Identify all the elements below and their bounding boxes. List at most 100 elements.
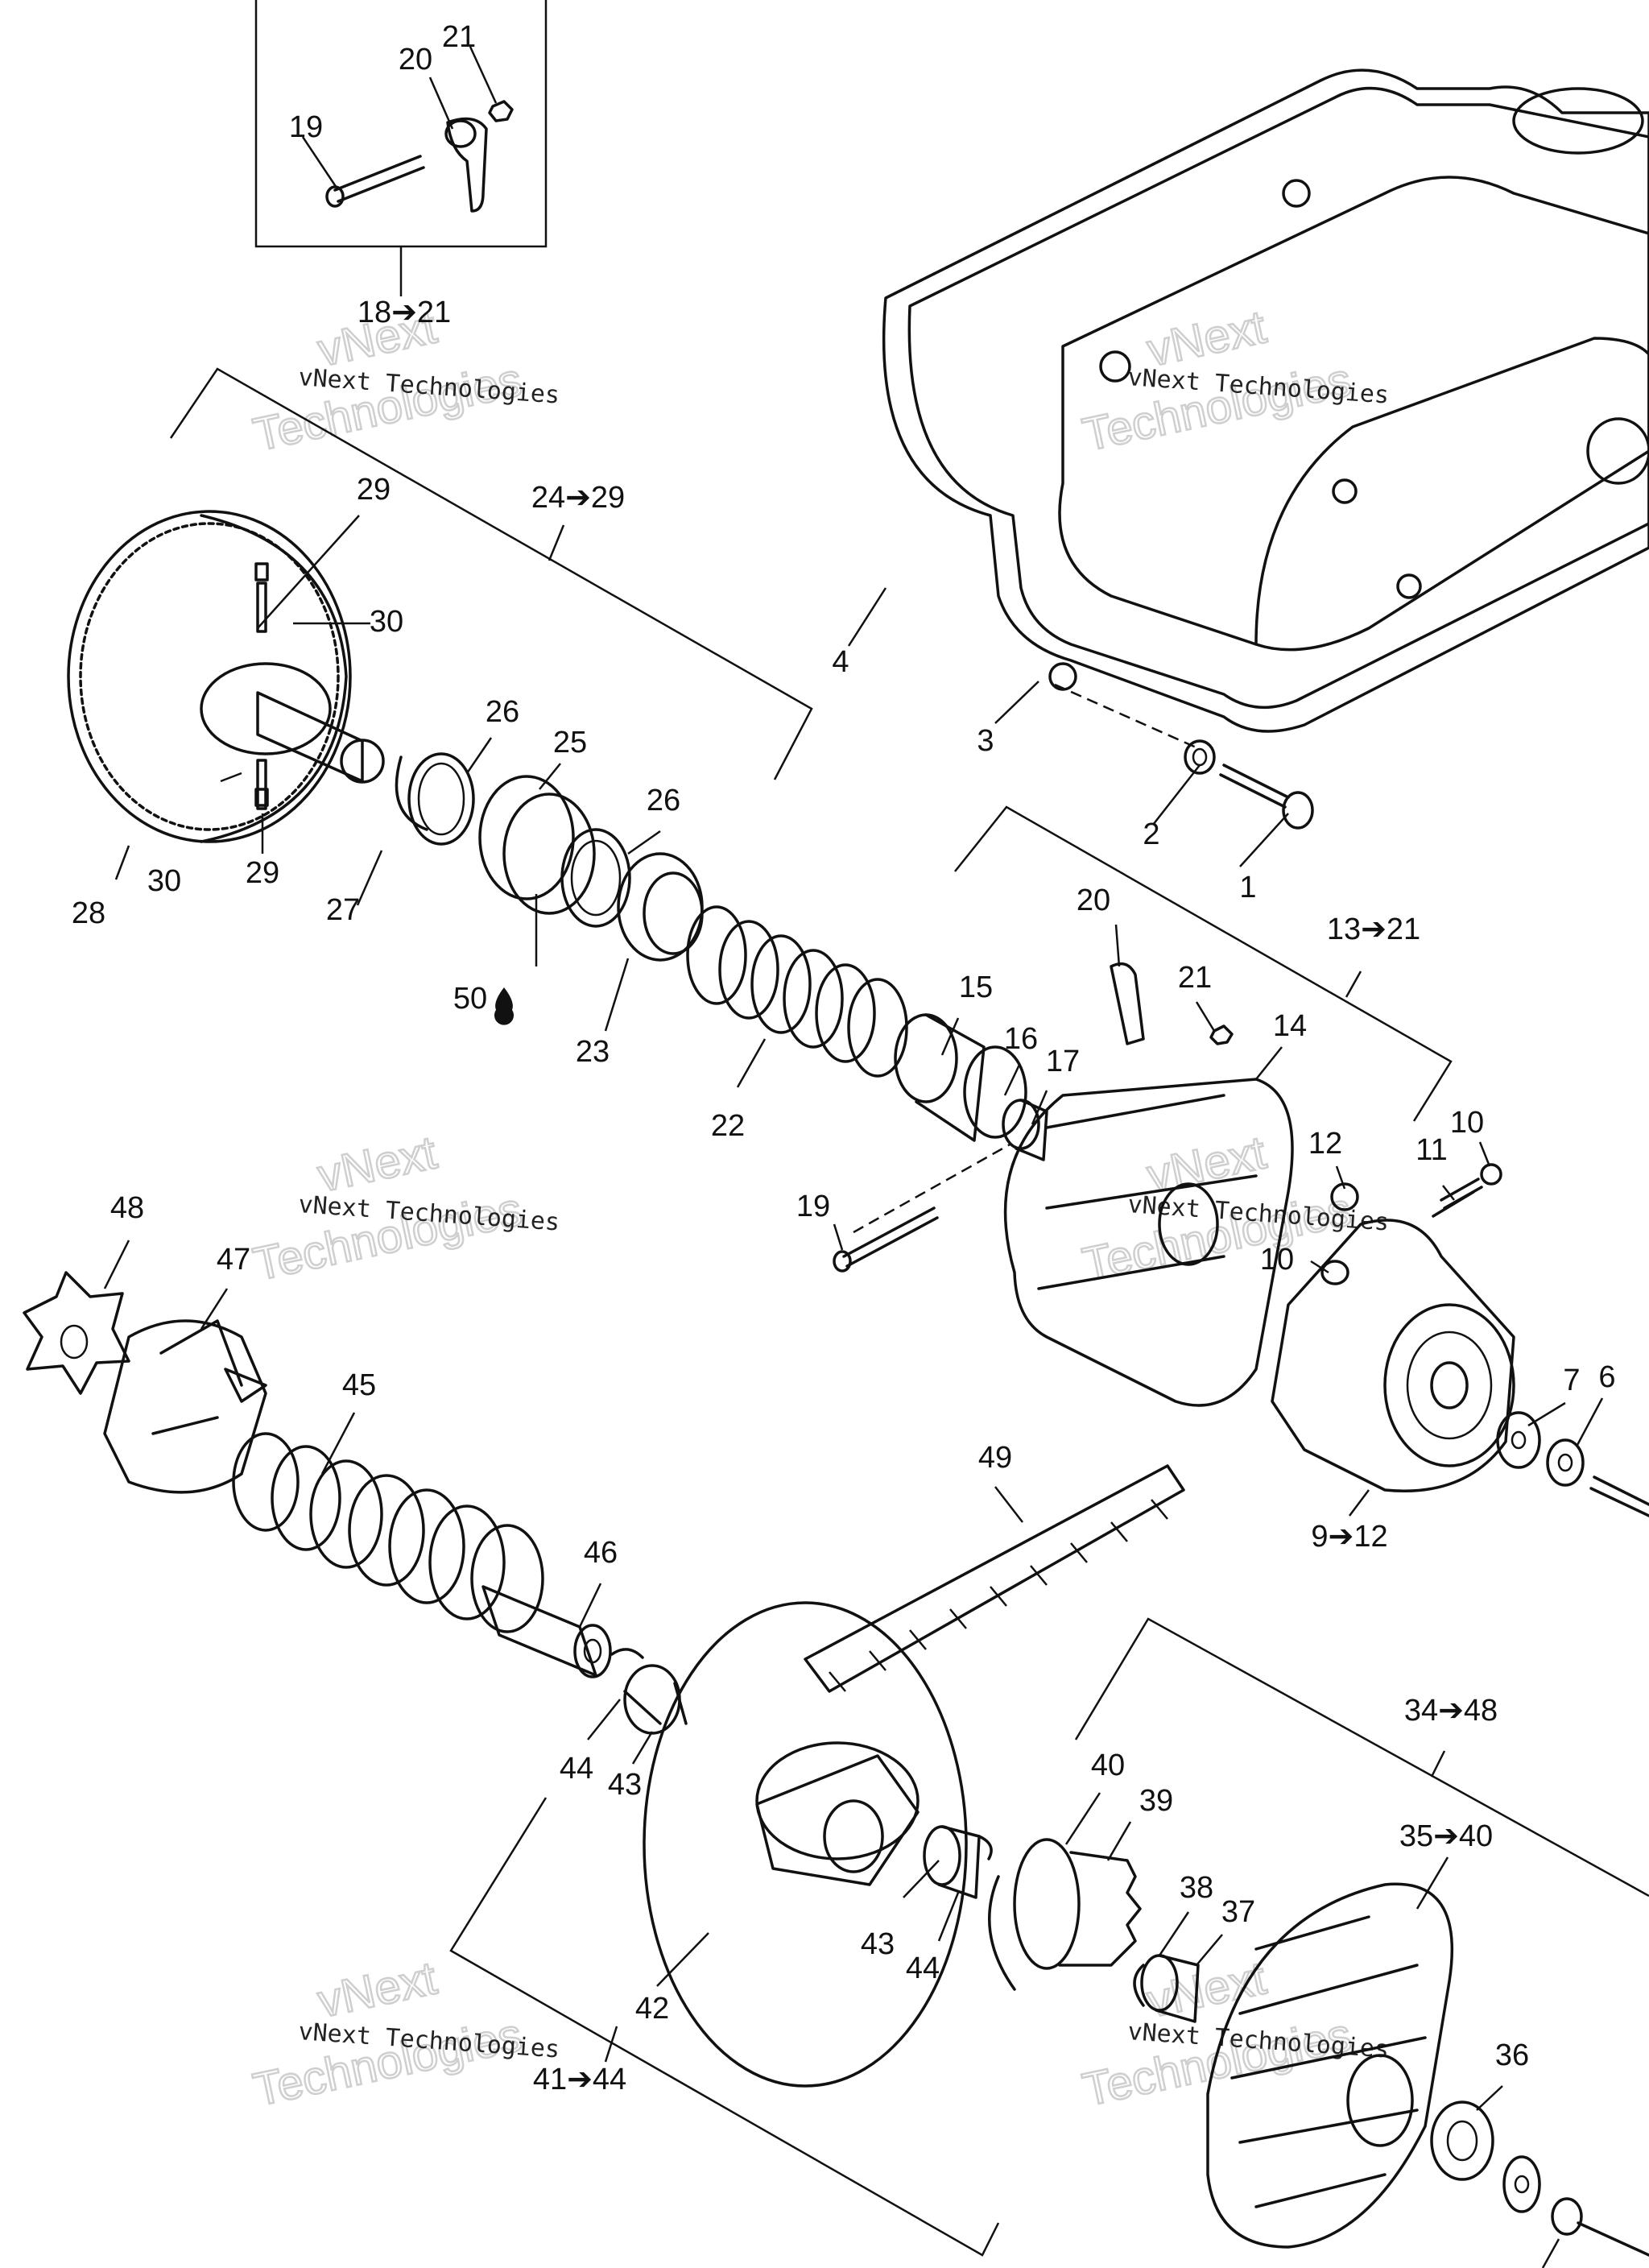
bracket-41-44	[449, 1797, 1000, 2257]
cover-dome-edge	[1254, 337, 1649, 646]
label-part-29-bottom: 29	[246, 856, 279, 890]
pin-axis-line	[853, 1142, 1012, 1234]
driven-fixed-sheave	[643, 1601, 968, 2088]
driven-movable-sheave	[1206, 1882, 1453, 2249]
bracket-24-29	[169, 367, 813, 780]
lever	[1110, 962, 1145, 1045]
pin	[333, 155, 425, 203]
driven-bushings	[923, 1825, 993, 1899]
callout-labels: 1 2 3 4 6 7 9➔12 10 10 11 12 13➔21 14 15…	[72, 20, 1616, 2096]
watermark-brand: vNext	[313, 1126, 441, 1202]
driven-shaft	[481, 1585, 688, 1735]
label-part-40: 40	[1091, 1749, 1125, 1782]
label-part-42: 42	[635, 1992, 669, 2026]
label-part-50: 50	[453, 982, 487, 1016]
drive-movable-sheave	[1003, 962, 1294, 1407]
bracket-13-21	[954, 805, 1453, 1122]
bracket-34-48	[1074, 1617, 1649, 1898]
label-group-35-40: 35➔40	[1399, 1819, 1493, 1853]
spider-washer	[1480, 1163, 1502, 1186]
oil-drop-icon	[494, 987, 515, 1025]
drive-spring	[686, 905, 908, 1078]
label-part-11: 11	[1415, 1133, 1447, 1167]
spider-roller	[1330, 1182, 1359, 1211]
cover-boss	[1396, 573, 1422, 599]
watermark-mid-left: vNext Technologies vNext Technologies	[248, 1125, 560, 1292]
label-part-43-b: 43	[861, 1927, 895, 1961]
watermark-bottom-right: vNext Technologies vNext Technologies	[1077, 1951, 1390, 2117]
label-part-21-top: 21	[442, 20, 476, 54]
sheave-pin	[833, 1206, 939, 1273]
label-part-26-b: 26	[647, 784, 680, 817]
label-part-21-mid: 21	[1178, 961, 1212, 995]
parts	[23, 68, 1649, 2257]
label-part-14: 14	[1273, 1009, 1307, 1043]
label-part-3: 3	[977, 724, 994, 758]
cover-vent-housing	[1512, 87, 1644, 155]
drive-belt	[804, 1464, 1185, 1693]
bolt-axis-line	[1054, 683, 1201, 751]
lever	[446, 117, 488, 213]
transmission-cover	[882, 68, 1649, 751]
label-part-1: 1	[1239, 871, 1256, 904]
label-group-18-21: 18➔21	[357, 296, 451, 329]
cover-boss	[1332, 478, 1358, 504]
label-group-41-44: 41➔44	[533, 2063, 626, 2096]
driven-bolt-stack	[1430, 2100, 1649, 2257]
label-group-9-12: 9➔12	[1311, 1520, 1387, 1554]
label-part-43: 43	[608, 1768, 642, 1802]
label-part-46: 46	[584, 1536, 618, 1570]
label-part-28: 28	[72, 896, 105, 930]
nut	[488, 100, 514, 122]
label-group-24-29: 24➔29	[531, 481, 625, 515]
driven-cam-ring	[988, 1838, 1142, 1991]
gasket-outline	[882, 68, 1649, 733]
cover-port	[1586, 417, 1649, 485]
label-part-30-bottom: 30	[147, 864, 181, 898]
label-part-29-top: 29	[357, 473, 391, 507]
drive-spider	[1271, 1163, 1515, 1492]
label-part-2: 2	[1143, 817, 1159, 851]
label-group-13-21: 13➔21	[1327, 913, 1420, 946]
driven-spring	[232, 1432, 544, 1633]
label-part-39: 39	[1139, 1784, 1173, 1818]
watermark-top-right: vNext Technologies vNext Technologies	[1077, 300, 1390, 462]
label-part-6: 6	[1598, 1360, 1615, 1394]
label-part-20-top: 20	[399, 43, 432, 77]
label-part-30-top: 30	[370, 605, 403, 639]
cover-bolt-hole	[1099, 350, 1131, 383]
top-box-parts	[325, 100, 514, 213]
label-part-38: 38	[1180, 1871, 1213, 1905]
spring-cup-and-bushings	[853, 1013, 1048, 1234]
label-part-49: 49	[978, 1441, 1012, 1475]
nut	[1209, 1024, 1234, 1045]
label-part-4: 4	[832, 645, 849, 679]
cover-bolt-hole	[1048, 662, 1077, 691]
label-part-12: 12	[1308, 1127, 1342, 1161]
driven-cam	[23, 1271, 267, 1494]
group-brackets	[169, 0, 1649, 2257]
spider-roller	[1320, 1260, 1349, 1285]
leader-lines	[103, 46, 1604, 2268]
label-part-44-b: 44	[906, 1951, 940, 1985]
label-part-37: 37	[1221, 1895, 1255, 1929]
drive-fixed-sheave	[67, 510, 385, 843]
roller-pin	[1440, 1177, 1483, 1210]
watermark-brand: vNext	[313, 1951, 441, 2027]
label-part-10-b: 10	[1260, 1243, 1294, 1277]
label-part-25: 25	[553, 726, 587, 759]
washer	[1184, 739, 1216, 775]
label-part-48: 48	[110, 1191, 144, 1225]
label-part-22: 22	[711, 1109, 745, 1143]
label-part-47: 47	[217, 1243, 250, 1277]
cover-bolt-hole	[1282, 179, 1311, 208]
label-part-36: 36	[1495, 2038, 1529, 2072]
label-part-17: 17	[1046, 1045, 1080, 1078]
cover-inner	[1058, 176, 1649, 652]
label-part-19-top: 19	[289, 110, 323, 144]
label-part-23: 23	[576, 1035, 610, 1069]
cover-bolt	[1184, 739, 1314, 830]
watermark-bottom-left: vNext Technologies vNext Technologies	[248, 1951, 560, 2117]
seal-and-bearing-stack	[395, 752, 704, 962]
